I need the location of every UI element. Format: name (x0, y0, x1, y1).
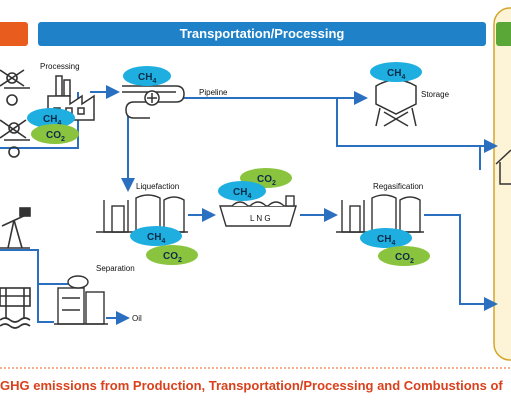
production-header-bar (0, 22, 28, 46)
separation-label: Separation (96, 264, 135, 273)
lng-ship-label: L N G (250, 214, 271, 223)
liquefaction-plant-icon (96, 194, 188, 233)
svg-text:CH4: CH4 (138, 72, 156, 85)
lng-ship-icon (219, 195, 297, 227)
svg-text:CO2: CO2 (395, 252, 414, 265)
gas-wells-icon (0, 69, 30, 158)
figure-caption: GHG emissions from Production, Transport… (0, 378, 503, 393)
separation-unit-icon (54, 275, 108, 325)
pipeline-label: Pipeline (199, 88, 228, 97)
liquefaction-label: Liquefaction (136, 182, 179, 191)
offshore-rig-icon (0, 287, 31, 329)
svg-text:CO2: CO2 (163, 251, 182, 264)
regasification-plant-icon (336, 194, 424, 233)
pumpjack-icon (0, 207, 31, 249)
processing-label: Processing (40, 62, 80, 71)
house-icon (495, 149, 511, 185)
liquefaction-ch4-bubble: CH4 (130, 226, 182, 246)
regasification-ch4-bubble: CH4 (360, 228, 412, 248)
liquefaction-co2-bubble: CO2 (146, 245, 198, 265)
regasification-co2-bubble: CO2 (378, 246, 430, 266)
consumption-header-bar (496, 22, 511, 46)
oil-label: Oil (132, 314, 142, 323)
processing-ch4-bubble: CH4 (27, 108, 75, 128)
transportation-header-title: Transportation/Processing (180, 26, 345, 41)
pipeline-ch4-bubble: CH4 (123, 66, 171, 86)
storage-label: Storage (421, 90, 450, 99)
regasification-label: Regasification (373, 182, 423, 191)
storage-ch4-bubble: CH4 (370, 62, 422, 82)
svg-text:CO2: CO2 (46, 130, 65, 143)
svg-text:CH4: CH4 (387, 68, 405, 81)
processing-co2-bubble: CO2 (31, 124, 79, 144)
transportation-header-bar (38, 22, 486, 46)
svg-text:CH4: CH4 (377, 234, 395, 247)
svg-text:CH4: CH4 (233, 187, 251, 200)
pipeline-icon (122, 85, 185, 119)
svg-text:CH4: CH4 (147, 232, 165, 245)
storage-tank-icon (375, 79, 417, 127)
svg-text:CO2: CO2 (257, 174, 276, 187)
ship-ch4-bubble: CH4 (218, 181, 266, 201)
svg-text:CH4: CH4 (43, 114, 61, 127)
